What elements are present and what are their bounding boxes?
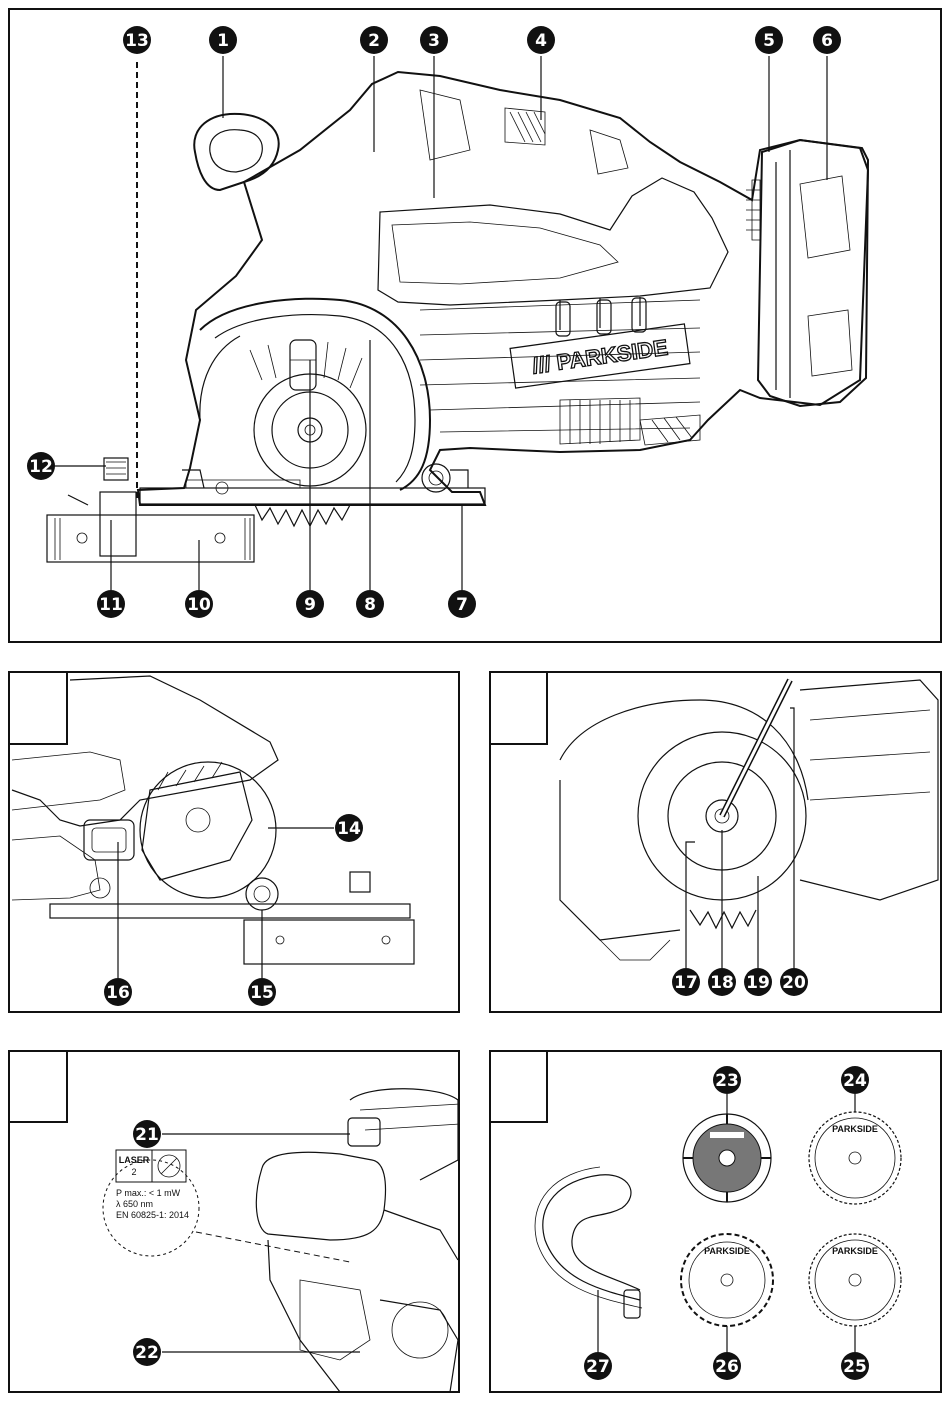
callout-number-3: 3 [428, 31, 440, 51]
panel-laser: LASER 2 P max.: < 1 mW λ 650 nm EN 60825… [9, 1051, 460, 1392]
blade-guard [200, 299, 430, 490]
callout-number-14: 14 [337, 819, 361, 839]
blade-brand-25: PARKSIDE [832, 1246, 878, 1256]
parallel-guide [47, 458, 254, 562]
blade-brand-26: PARKSIDE [704, 1246, 750, 1256]
callout-number-23: 23 [715, 1071, 739, 1091]
callout-27: 27 [584, 1352, 612, 1380]
callout-15: 15 [248, 978, 276, 1006]
blade-brand-24: PARKSIDE [832, 1124, 878, 1134]
callout-number-7: 7 [456, 595, 468, 615]
callout-4: 4 [527, 26, 555, 54]
saw-blade-25: PARKSIDE [809, 1234, 901, 1326]
base-plate [140, 464, 485, 504]
callout-26: 26 [713, 1352, 741, 1380]
callout-number-22: 22 [135, 1343, 159, 1363]
callout-18: 18 [708, 968, 736, 996]
callout-number-27: 27 [586, 1357, 610, 1377]
callout-number-2: 2 [368, 31, 380, 51]
callout-number-18: 18 [710, 973, 734, 993]
callout-1: 1 [209, 26, 237, 54]
saw-blade-24: PARKSIDE [809, 1112, 901, 1204]
callout-14: 14 [335, 814, 363, 842]
battery-pack [746, 140, 868, 406]
panel-overview: /// PARKSIDE [9, 9, 941, 642]
callout-3: 3 [420, 26, 448, 54]
callout-number-8: 8 [364, 595, 376, 615]
callout-17: 17 [672, 968, 700, 996]
callout-number-21: 21 [135, 1125, 159, 1145]
callout-9: 9 [296, 590, 324, 618]
panel-side-view [9, 672, 459, 1012]
callout-19: 19 [744, 968, 772, 996]
callout-number-13: 13 [125, 31, 149, 51]
callout-20: 20 [780, 968, 808, 996]
callout-number-9: 9 [304, 595, 316, 615]
callout-11: 11 [97, 590, 125, 618]
laser-label-title: LASER [119, 1155, 150, 1165]
brand-label: /// PARKSIDE [531, 335, 670, 379]
laser-label-pmax: P max.: < 1 mW [116, 1188, 181, 1198]
callout-16: 16 [104, 978, 132, 1006]
laser-label-wavelength: λ 650 nm [116, 1199, 153, 1209]
callout-number-24: 24 [843, 1071, 867, 1091]
panel-accessories: PARKSIDE PARKSIDE PARKSIDE [490, 1051, 941, 1392]
callout-21: 21 [133, 1120, 161, 1148]
callout-number-6: 6 [821, 31, 833, 51]
callout-7: 7 [448, 590, 476, 618]
callout-6: 6 [813, 26, 841, 54]
laser-label-class: 2 [131, 1167, 136, 1177]
callout-number-20: 20 [782, 973, 806, 993]
panel-blade-change [490, 672, 941, 1012]
extraction-hose [535, 1167, 642, 1318]
callout-23: 23 [713, 1066, 741, 1094]
callout-number-5: 5 [763, 31, 775, 51]
callout-8: 8 [356, 590, 384, 618]
callout-number-4: 4 [535, 31, 547, 51]
callout-25: 25 [841, 1352, 869, 1380]
callout-number-25: 25 [843, 1357, 867, 1377]
saw-blade-26: PARKSIDE [681, 1234, 773, 1326]
callout-24: 24 [841, 1066, 869, 1094]
callout-12: 12 [27, 452, 55, 480]
callout-22: 22 [133, 1338, 161, 1366]
callout-number-10: 10 [187, 595, 211, 615]
callout-number-15: 15 [250, 983, 274, 1003]
callout-number-16: 16 [106, 983, 130, 1003]
callout-number-19: 19 [746, 973, 770, 993]
laser-warning-label: LASER 2 P max.: < 1 mW λ 650 nm EN 60825… [103, 1150, 199, 1256]
callout-5: 5 [755, 26, 783, 54]
callout-10: 10 [185, 590, 213, 618]
callout-number-12: 12 [29, 457, 53, 477]
callout-number-17: 17 [674, 973, 698, 993]
diamond-disc [683, 1114, 771, 1202]
callout-number-1: 1 [217, 31, 229, 51]
laser-label-standard: EN 60825-1: 2014 [116, 1210, 189, 1220]
callout-number-26: 26 [715, 1357, 739, 1377]
callout-13: 13 [123, 26, 151, 54]
callout-2: 2 [360, 26, 388, 54]
callout-number-11: 11 [99, 595, 123, 615]
